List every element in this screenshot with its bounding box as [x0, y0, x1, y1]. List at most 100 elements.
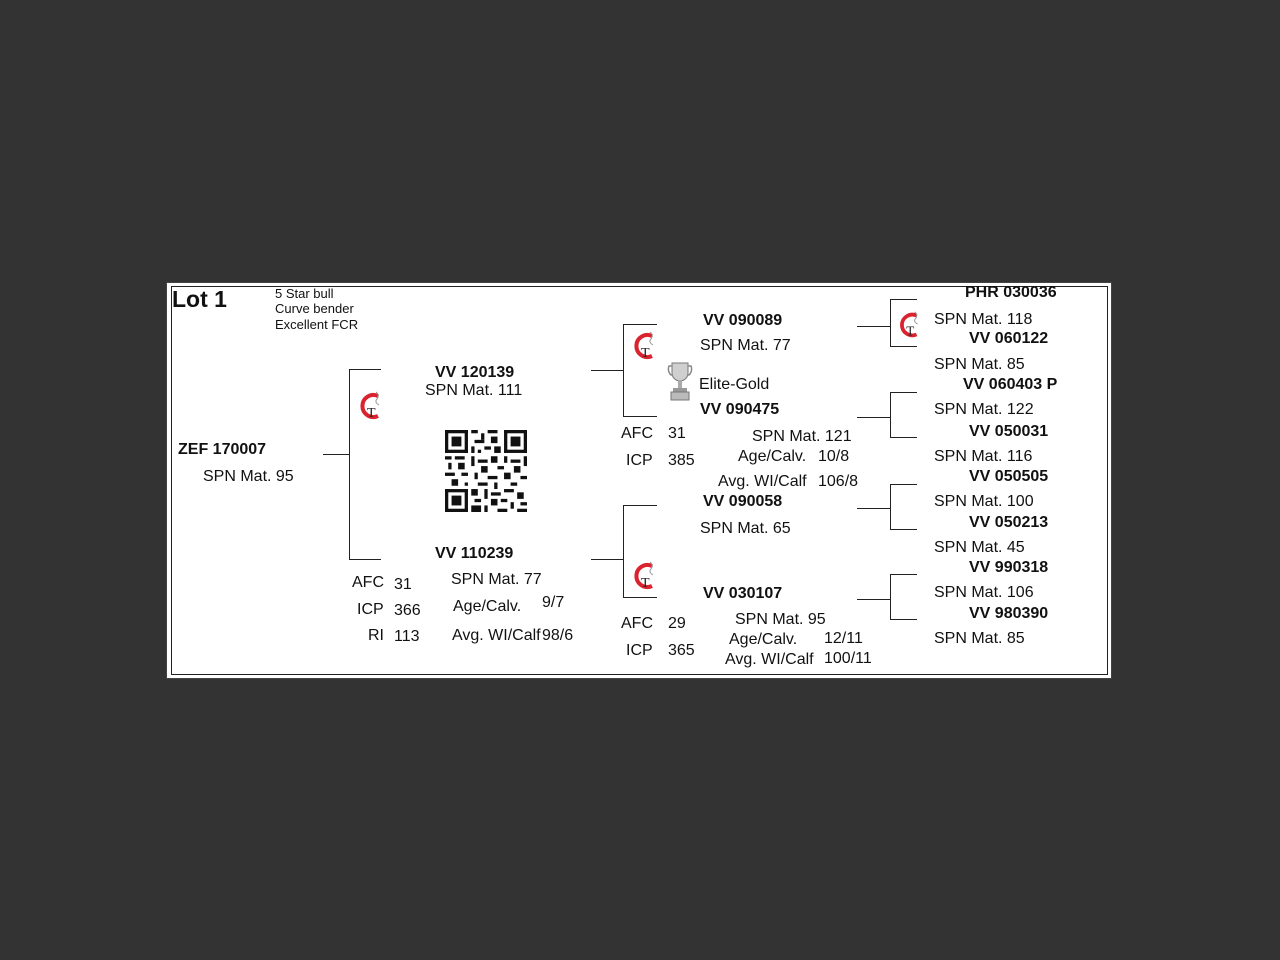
- dam-wi-label: Avg. WI/Calf: [452, 627, 541, 644]
- connector-line: [890, 574, 917, 575]
- ancestor-id: PHR 030036: [965, 284, 1057, 301]
- connector-line: [890, 346, 917, 347]
- lot-title: Lot 1: [172, 286, 227, 312]
- gt-logo-icon: T: [634, 331, 654, 361]
- connector-line: [623, 324, 624, 417]
- svg-text:T: T: [906, 323, 914, 338]
- lot-note: 5 Star bull: [275, 286, 334, 301]
- ancestor-spn: SPN Mat. 122: [934, 401, 1034, 418]
- dam-afc-value: 31: [394, 576, 412, 593]
- dam-dam-age-value: 12/11: [824, 630, 863, 647]
- dam-icp-label: ICP: [357, 601, 384, 618]
- connector-line: [890, 574, 891, 620]
- sire-dam-afc-value: 31: [668, 425, 686, 442]
- dam-dam-wi-label: Avg. WI/Calf: [725, 651, 814, 668]
- dam-dam-id: VV 030107: [703, 585, 783, 602]
- connector-line: [349, 559, 381, 560]
- connector-line: [890, 484, 917, 485]
- connector-line: [890, 392, 917, 393]
- sire-dam-id: VV 090475: [700, 401, 780, 418]
- connector-line: [890, 484, 891, 530]
- dam-sire-id: VV 090058: [703, 493, 783, 510]
- ancestor-spn: SPN Mat. 45: [934, 539, 1025, 556]
- connector-line: [890, 619, 917, 620]
- sire-dam-age-label: Age/Calv.: [738, 448, 807, 465]
- connector-line: [857, 508, 890, 509]
- sire-dam-icp-value: 385: [668, 452, 695, 469]
- connector-line: [591, 370, 623, 371]
- dam-dam-age-label: Age/Calv.: [729, 631, 798, 648]
- svg-text:T: T: [367, 406, 376, 421]
- ancestor-spn: SPN Mat. 100: [934, 493, 1034, 510]
- sire-dam-wi-label: Avg. WI/Calf: [718, 473, 807, 490]
- dam-sire-spn: SPN Mat. 65: [700, 520, 791, 537]
- ancestor-spn: SPN Mat. 118: [934, 311, 1033, 328]
- ancestor-id: VV 980390: [969, 605, 1049, 622]
- dam-ri-label: RI: [368, 627, 384, 644]
- dam-dam-icp-label: ICP: [626, 642, 653, 659]
- sire-sire-id: VV 090089: [703, 312, 783, 329]
- dam-age-label: Age/Calv.: [453, 598, 522, 615]
- svg-text:T: T: [641, 346, 650, 361]
- ancestor-spn: SPN Mat. 106: [934, 584, 1034, 601]
- dam-dam-afc-value: 29: [668, 615, 686, 632]
- connector-line: [857, 599, 890, 600]
- dam-icp-value: 366: [394, 602, 421, 619]
- ancestor-id: VV 060122: [969, 330, 1049, 347]
- svg-text:T: T: [641, 576, 650, 591]
- dam-spn: SPN Mat. 77: [451, 571, 542, 588]
- sire-dam-icp-label: ICP: [626, 452, 653, 469]
- dam-afc-label: AFC: [352, 574, 384, 591]
- animal-spn: SPN Mat. 95: [203, 468, 294, 485]
- dam-wi-value: 98/6: [542, 627, 574, 644]
- connector-line: [890, 299, 891, 347]
- ancestor-id: VV 050505: [969, 468, 1049, 485]
- lot-note: Excellent FCR: [275, 317, 359, 332]
- connector-line: [323, 454, 349, 455]
- connector-line: [857, 417, 890, 418]
- dam-ri-value: 113: [394, 628, 420, 645]
- connector-line: [623, 505, 624, 598]
- lot-note: Curve bender: [275, 301, 354, 316]
- connector-line: [623, 324, 657, 325]
- dam-id: VV 110239: [435, 545, 514, 562]
- dam-age-value: 9/7: [542, 594, 565, 611]
- connector-line: [349, 369, 350, 560]
- animal-id: ZEF 170007: [178, 441, 267, 458]
- gt-logo-icon: T: [360, 391, 380, 421]
- connector-line: [890, 529, 917, 530]
- sire-dam-spn: SPN Mat. 121: [752, 428, 852, 445]
- trophy-icon: [667, 362, 693, 401]
- sire-dam-age-value: 10/8: [818, 448, 850, 465]
- pedigree-sheet: Lot 1 5 Star bull Curve bender Excellent…: [166, 282, 1112, 679]
- qr-code: [445, 430, 527, 512]
- sire-dam-wi-value: 106/8: [818, 473, 859, 490]
- sheet-border: [171, 286, 1108, 675]
- connector-line: [857, 326, 890, 327]
- gt-logo-icon: T: [634, 561, 654, 591]
- connector-line: [890, 392, 891, 438]
- ancestor-id: VV 060403 P: [963, 376, 1058, 393]
- award-label: Elite-Gold: [699, 376, 770, 393]
- sire-id: VV 120139: [435, 364, 515, 381]
- gt-logo-icon: T: [900, 311, 918, 338]
- dam-dam-wi-value: 100/11: [824, 650, 872, 667]
- ancestor-spn: SPN Mat. 85: [934, 356, 1025, 373]
- ancestor-id: VV 050213: [969, 514, 1049, 531]
- dam-dam-icp-value: 365: [668, 642, 695, 659]
- sire-sire-spn: SPN Mat. 77: [700, 337, 791, 354]
- sire-spn: SPN Mat. 111: [425, 382, 523, 399]
- connector-line: [349, 369, 381, 370]
- ancestor-spn: SPN Mat. 85: [934, 630, 1025, 647]
- connector-line: [623, 597, 657, 598]
- dam-dam-afc-label: AFC: [621, 615, 653, 632]
- sire-dam-afc-label: AFC: [621, 425, 653, 442]
- connector-line: [623, 505, 657, 506]
- ancestor-id: VV 990318: [969, 559, 1049, 576]
- ancestor-id: VV 050031: [969, 423, 1049, 440]
- ancestor-spn: SPN Mat. 116: [934, 448, 1033, 465]
- connector-line: [623, 416, 657, 417]
- connector-line: [890, 299, 917, 300]
- dam-dam-spn: SPN Mat. 95: [735, 611, 826, 628]
- connector-line: [591, 559, 623, 560]
